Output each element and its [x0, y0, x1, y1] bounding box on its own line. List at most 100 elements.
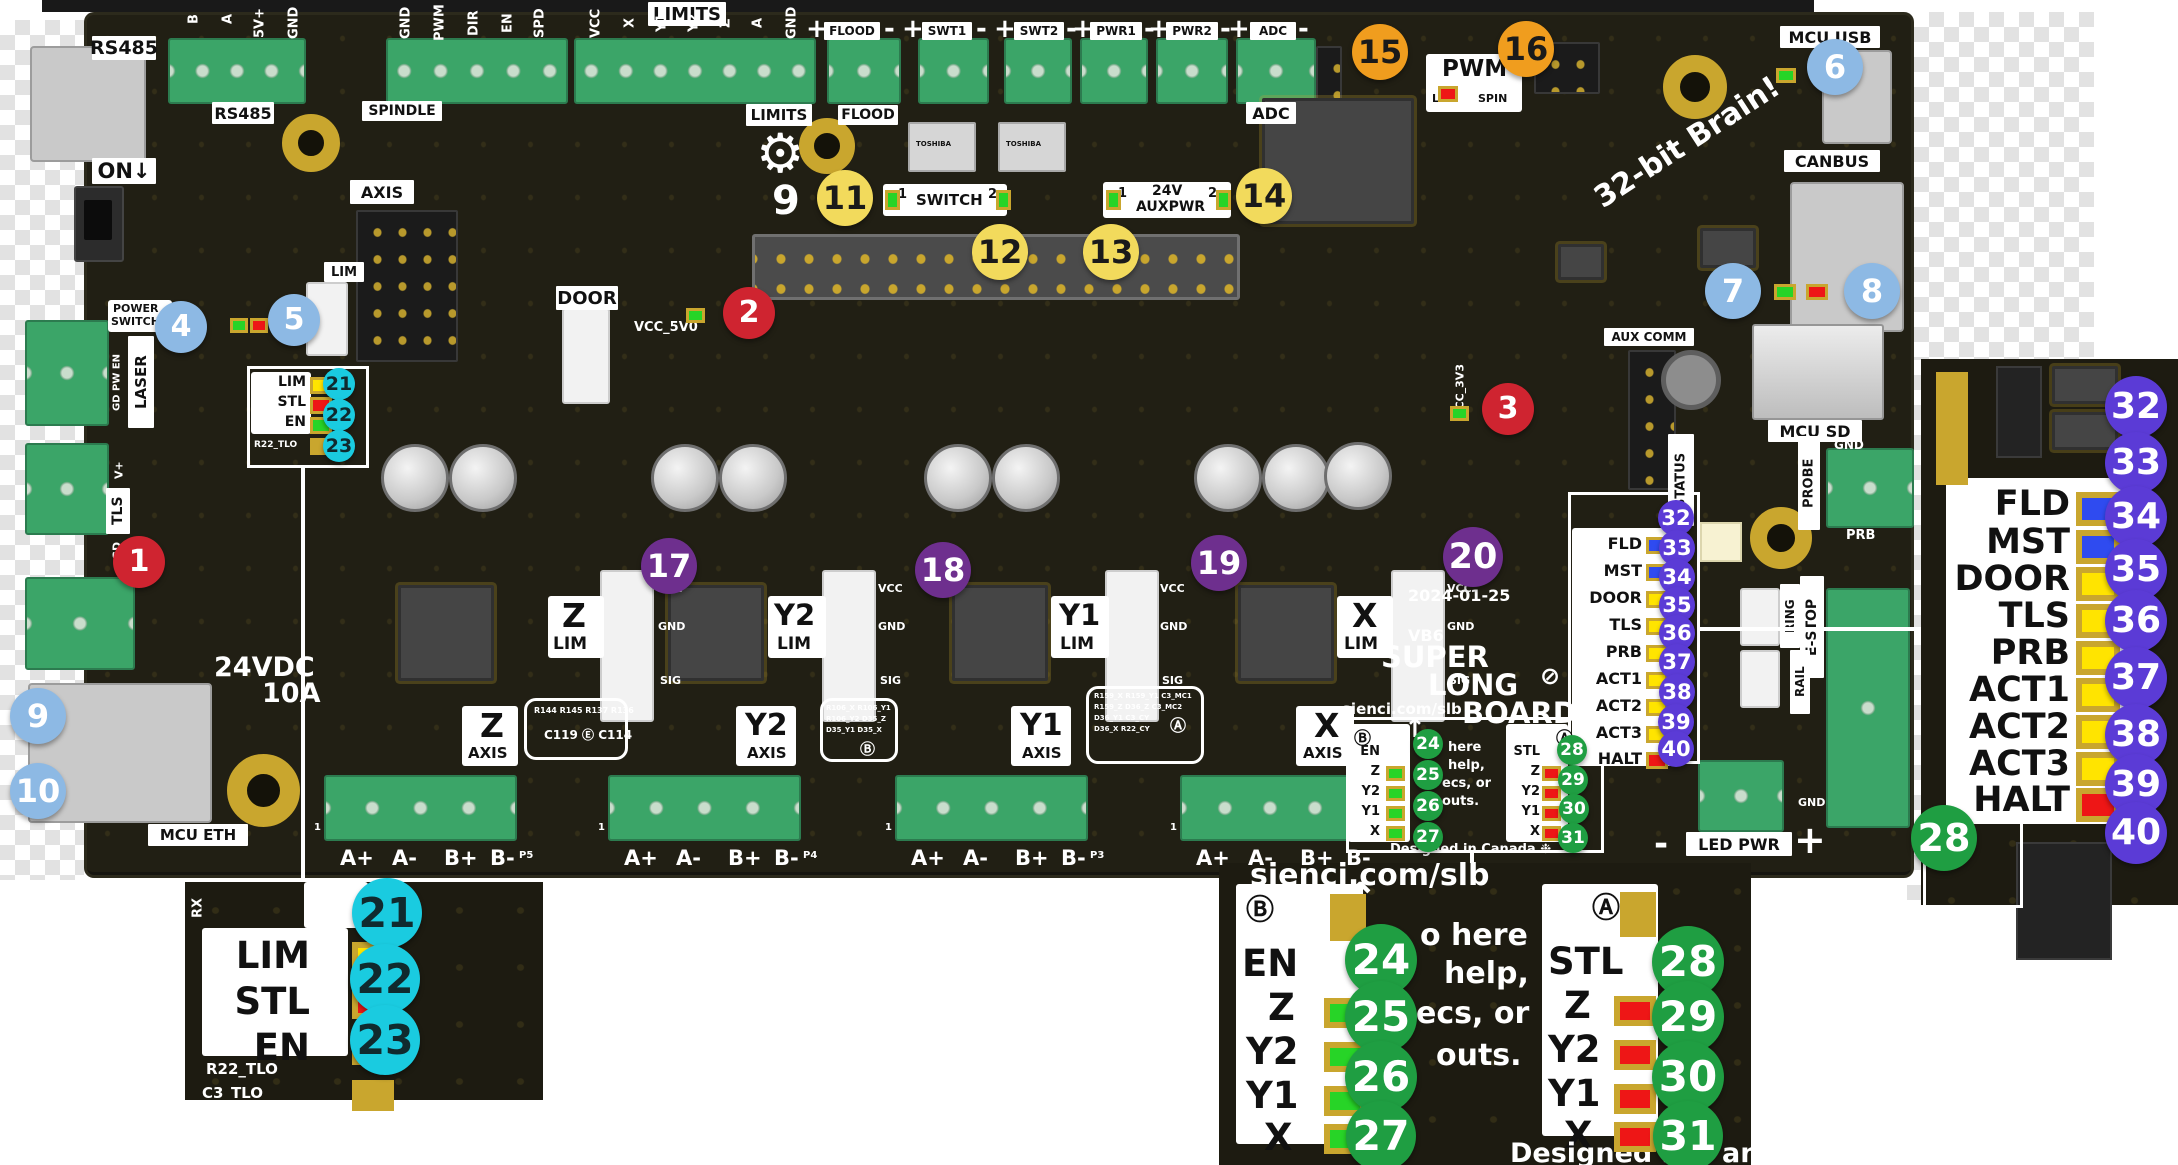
pwm-spin: SPIN [1478, 92, 1508, 105]
axis-header [356, 210, 458, 362]
y1-gnd: GND [1160, 620, 1188, 633]
y1-am: A- [963, 846, 988, 870]
swt2-minus: - [1066, 14, 1077, 44]
small-chip-1 [1558, 244, 1604, 280]
oct-b [820, 698, 898, 762]
mount-hole-2 [799, 118, 855, 174]
panel-y2-lim [768, 596, 826, 658]
limits-silk: LIMITS [746, 104, 812, 126]
ibm-az: Z [1564, 984, 1591, 1027]
callout-marker-23: 23 [350, 1005, 420, 1075]
connector-estop [1826, 588, 1910, 828]
y1-pin1: 1 [885, 822, 892, 833]
callout-marker-23: 23 [323, 430, 355, 462]
pwr1-plus: + [1072, 14, 1094, 44]
hint-1: here [1448, 740, 1482, 755]
st-tls: TLS [1609, 615, 1642, 634]
led-b-z [1386, 766, 1405, 781]
connector-y2-motor [608, 775, 801, 841]
ir-halt: HALT [1973, 780, 2070, 820]
top-black-bar [42, 0, 1814, 12]
canbus-label: CANBUS [1784, 150, 1880, 172]
ibl-rx: RX [190, 897, 206, 919]
y2-vcc: VCC [878, 582, 903, 595]
octa-refs4: D36_X R22_CY [1094, 725, 1150, 733]
callout-marker-24: 24 [1413, 729, 1443, 759]
cap-z-1 [381, 444, 449, 512]
pin-gnd2: GND [398, 6, 414, 40]
pin-en: EN [500, 13, 516, 33]
apanel-y2: Y2 [1521, 784, 1540, 799]
ring-label: RING [1780, 584, 1800, 648]
callout-marker-29: 29 [1652, 981, 1724, 1053]
ref-p5: P5 [519, 850, 534, 861]
callout-marker-4: 4 [155, 301, 207, 353]
led-auxpwr-2 [1216, 190, 1231, 210]
st-act3: ACT3 [1595, 723, 1642, 742]
mount-hole-1 [282, 114, 340, 172]
pin-a2: A [750, 17, 766, 29]
ibm-ax: X [1564, 1114, 1593, 1157]
sienci-url: sienci.com/slb [1342, 700, 1462, 718]
led-can-red [1806, 284, 1828, 300]
transparency-checker-topright [1914, 12, 2094, 360]
callout-marker-32: 32 [2105, 376, 2167, 438]
zlim-lim: LIM [553, 634, 588, 654]
callout-marker-15: 15 [1352, 24, 1408, 80]
ibm-en: EN [1242, 942, 1299, 985]
callout-marker-26: 26 [1413, 791, 1443, 821]
ibl-en: EN [253, 1026, 310, 1069]
powersw-1: POWER [113, 302, 159, 315]
x-ap: A+ [1196, 846, 1230, 870]
connector-z-motor [324, 775, 517, 841]
y2-pin1: 1 [598, 822, 605, 833]
octb-refs1: R106_X R106_Y1 [826, 704, 891, 712]
a10-label: 10A [262, 678, 321, 709]
adc-name: ADC [1250, 22, 1296, 40]
y1axis-y1: Y1 [1020, 708, 1063, 743]
xaxis-axis: AXIS [1303, 744, 1343, 762]
cap-y1-2 [992, 444, 1060, 512]
ibl-lim: LIM [235, 934, 310, 977]
lim-row: LIM [277, 374, 306, 390]
y2-am: A- [676, 846, 701, 870]
ibm-stl: STL [1548, 940, 1624, 983]
ir-tls: TLS [1998, 596, 2070, 636]
outline-status-box [1568, 492, 1700, 764]
st-prb: PRB [1605, 642, 1642, 661]
z-bp: B+ [444, 846, 478, 870]
callout-marker-24: 24 [1345, 924, 1417, 996]
gnd-probe: GND [1834, 438, 1864, 452]
iled-bm-az [1614, 996, 1656, 1026]
v24-label: 24VDC [214, 652, 315, 683]
connector-pwr2 [1156, 38, 1228, 104]
connector-x-motor [1180, 775, 1360, 841]
z-sig: SIG [660, 674, 682, 687]
panel-y2-axis [736, 706, 796, 766]
x-gnd: GND [1447, 620, 1475, 633]
adc-minus: - [1298, 14, 1309, 44]
lim-small-label: LIM [324, 262, 364, 282]
auxpwr-1: 1 [1118, 186, 1128, 201]
octe-refs2: C119 Ⓔ C114 [544, 728, 633, 742]
iled-bm-ax [1614, 1122, 1656, 1152]
callout-marker-22: 22 [350, 944, 420, 1014]
pwr2-plus: + [1148, 14, 1170, 44]
wconn-rail [1740, 588, 1780, 646]
mcu-eth-label: MCU ETH [148, 824, 248, 846]
ipad-r-5 [1936, 460, 1968, 485]
ibm-b-letter: Ⓑ [1246, 893, 1275, 926]
bpanel-z: Z [1370, 764, 1380, 779]
callout-marker-19: 19 [1191, 535, 1247, 591]
led-switch-1 [885, 190, 900, 210]
cap-y2-2 [719, 444, 787, 512]
callout-marker-21: 21 [352, 878, 422, 948]
flood-name: FLOOD [824, 22, 880, 40]
st-halt: HALT [1597, 749, 1642, 768]
tls-label: TLS [106, 488, 130, 534]
st-fld: FLD [1607, 534, 1642, 553]
nine-mark: 9 [772, 178, 800, 224]
date-label: 2024-01-25 [1408, 586, 1511, 605]
wconn-door [562, 308, 610, 404]
pin-a: A [220, 13, 236, 25]
